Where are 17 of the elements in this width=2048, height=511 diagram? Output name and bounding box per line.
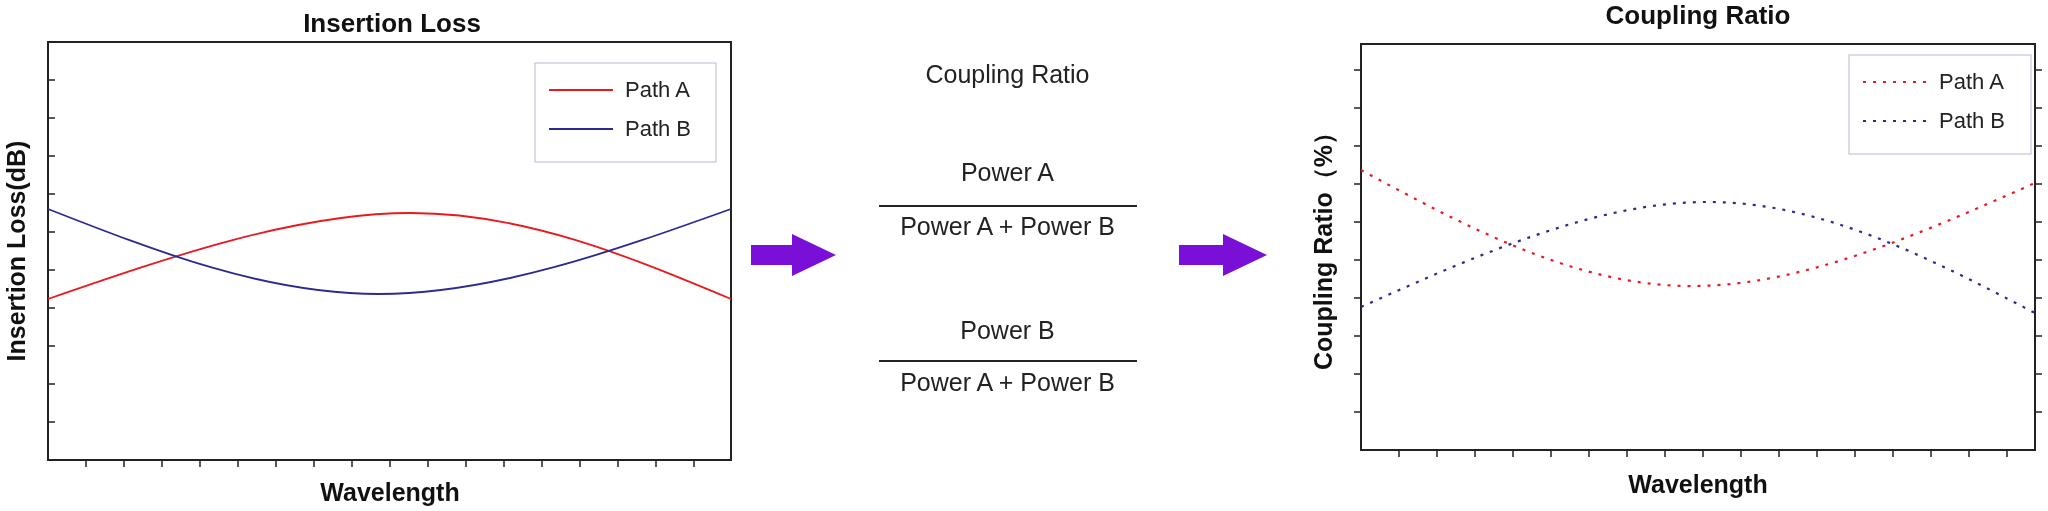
numerator: Power B bbox=[960, 316, 1055, 345]
block-arrow bbox=[1179, 234, 1267, 276]
legend-label: Path B bbox=[625, 116, 692, 142]
numerator: Power A bbox=[960, 158, 1055, 187]
chart-title: Insertion Loss bbox=[303, 8, 481, 39]
legend-label: Path B bbox=[1939, 108, 2006, 134]
legend-label: Path A bbox=[1939, 69, 2004, 95]
denominator: Power A + Power B bbox=[900, 212, 1115, 241]
axis-title: Coupling Ratio（%） bbox=[1307, 120, 1338, 370]
axis-title: Wavelength bbox=[1628, 470, 1768, 499]
axis-title: Wavelength bbox=[320, 478, 460, 507]
chart-title: Coupling Ratio bbox=[1605, 0, 1791, 31]
denominator: Power A + Power B bbox=[900, 368, 1115, 397]
formula-heading: Coupling Ratio bbox=[925, 60, 1090, 89]
legend-label: Path A bbox=[625, 77, 690, 103]
axis-title: Insertion Loss(dB) bbox=[1, 140, 31, 362]
block-arrow bbox=[751, 234, 836, 276]
